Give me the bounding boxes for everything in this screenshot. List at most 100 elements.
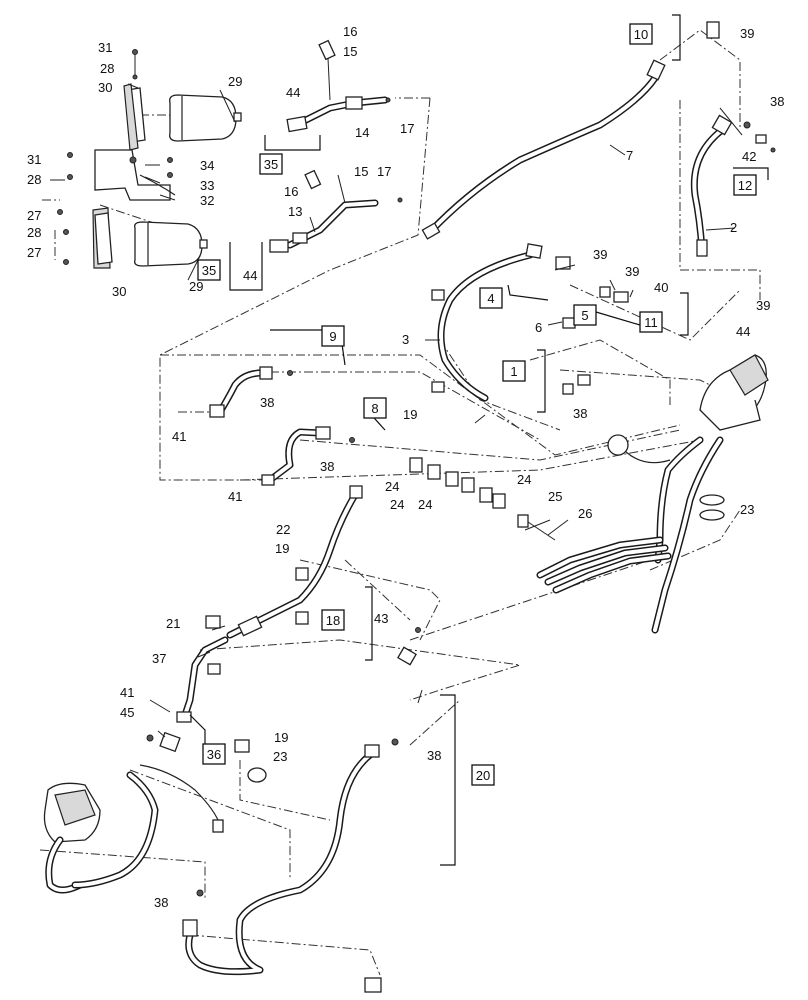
callout-number: 21 (166, 616, 180, 631)
callout-number: 32 (200, 193, 214, 208)
callout-box-label: 9 (329, 329, 336, 344)
callout-box-label: 1 (510, 364, 517, 379)
callout-box: 5 (573, 304, 597, 326)
callout-box: 11 (639, 311, 663, 333)
callout-number: 39 (625, 264, 639, 279)
hose-22 (205, 485, 363, 675)
callout-number: 41 (120, 685, 134, 700)
callout-number: 15 (354, 164, 368, 179)
hose-3 (431, 243, 629, 402)
callout-box-label: 18 (326, 613, 340, 628)
callout-number: 38 (154, 895, 168, 910)
callout-box: 20 (471, 764, 495, 786)
callout-number: 44 (736, 324, 750, 339)
hose-20 (182, 738, 399, 993)
callout-number: 44 (286, 85, 300, 100)
callout-box-label: 35 (264, 157, 278, 172)
steering-valve-assembly (607, 354, 769, 634)
hydraulic-pump (43, 764, 224, 894)
callout-number: 3 (402, 332, 409, 347)
callout-box-label: 36 (207, 747, 221, 762)
callout-number: 13 (288, 204, 302, 219)
callout-number: 19 (403, 407, 417, 422)
callout-box-label: 4 (487, 291, 494, 306)
callout-number: 22 (276, 522, 290, 537)
mounting-plate (94, 149, 176, 201)
callout-number: 27 (27, 208, 41, 223)
callout-number: 15 (343, 44, 357, 59)
callout-box: 35 (259, 153, 283, 175)
callout-number: 28 (100, 61, 114, 76)
callout-number: 40 (654, 280, 668, 295)
callout-number: 23 (740, 502, 754, 517)
accumulator-bracket-lower (57, 152, 113, 269)
callout-number: 45 (120, 705, 134, 720)
callout-number: 38 (573, 406, 587, 421)
callout-number: 29 (228, 74, 242, 89)
callout-number: 34 (200, 158, 214, 173)
callout-number: 16 (343, 24, 357, 39)
callout-number: 44 (243, 268, 257, 283)
callout-box: 18 (321, 609, 345, 631)
callout-box-label: 5 (581, 308, 588, 323)
callout-number: 41 (228, 489, 242, 504)
callout-number: 26 (578, 506, 592, 521)
callout-box: 1 (502, 360, 526, 382)
callout-number: 43 (374, 611, 388, 626)
callout-number: 39 (593, 247, 607, 262)
callout-number: 30 (98, 80, 112, 95)
callout-number: 24 (385, 479, 399, 494)
callout-box: 9 (321, 325, 345, 347)
callout-box-label: 10 (634, 27, 648, 42)
callout-box: 8 (363, 397, 387, 419)
callout-box: 4 (479, 287, 503, 309)
accumulator-upper (169, 94, 242, 142)
accumulator-bracket-upper (123, 49, 146, 151)
callout-number: 37 (152, 651, 166, 666)
callout-box-label: 20 (476, 768, 490, 783)
callout-number: 17 (377, 164, 391, 179)
callout-number: 39 (740, 26, 754, 41)
callout-box: 35 (197, 259, 221, 281)
callout-box: 10 (629, 23, 653, 45)
tube-37 (146, 627, 421, 753)
callout-number: 28 (27, 225, 41, 240)
hose-7 (421, 59, 666, 240)
callout-number: 17 (400, 121, 414, 136)
tube-13 (269, 97, 403, 253)
callout-number: 19 (275, 541, 289, 556)
callout-number: 25 (548, 489, 562, 504)
callout-number: 27 (27, 245, 41, 260)
callout-number: 24 (517, 472, 531, 487)
leader-lines (50, 83, 743, 738)
callout-box: 12 (733, 174, 757, 196)
callout-box-label: 8 (371, 401, 378, 416)
callout-number: 31 (98, 40, 112, 55)
hose-2 (690, 21, 776, 257)
callout-number: 19 (274, 730, 288, 745)
callout-number: 41 (172, 429, 186, 444)
callout-number: 16 (284, 184, 298, 199)
callout-number: 42 (742, 149, 756, 164)
callout-number: 31 (27, 152, 41, 167)
callout-number: 23 (273, 749, 287, 764)
callout-number: 29 (189, 279, 203, 294)
callout-number: 14 (355, 125, 369, 140)
tube-9 (209, 366, 293, 418)
callout-number: 28 (27, 172, 41, 187)
callout-box-label: 11 (644, 315, 658, 330)
callout-number: 7 (626, 148, 633, 163)
callout-box-label: 35 (202, 263, 216, 278)
callout-number: 38 (260, 395, 274, 410)
tube-bundle (536, 536, 672, 594)
callout-number: 2 (730, 220, 737, 235)
tube-8 (261, 426, 355, 486)
clips-24 (409, 457, 556, 541)
callout-number: 24 (390, 497, 404, 512)
accumulator-lower (134, 221, 208, 267)
callout-number: 30 (112, 284, 126, 299)
callout-number: 39 (756, 298, 770, 313)
